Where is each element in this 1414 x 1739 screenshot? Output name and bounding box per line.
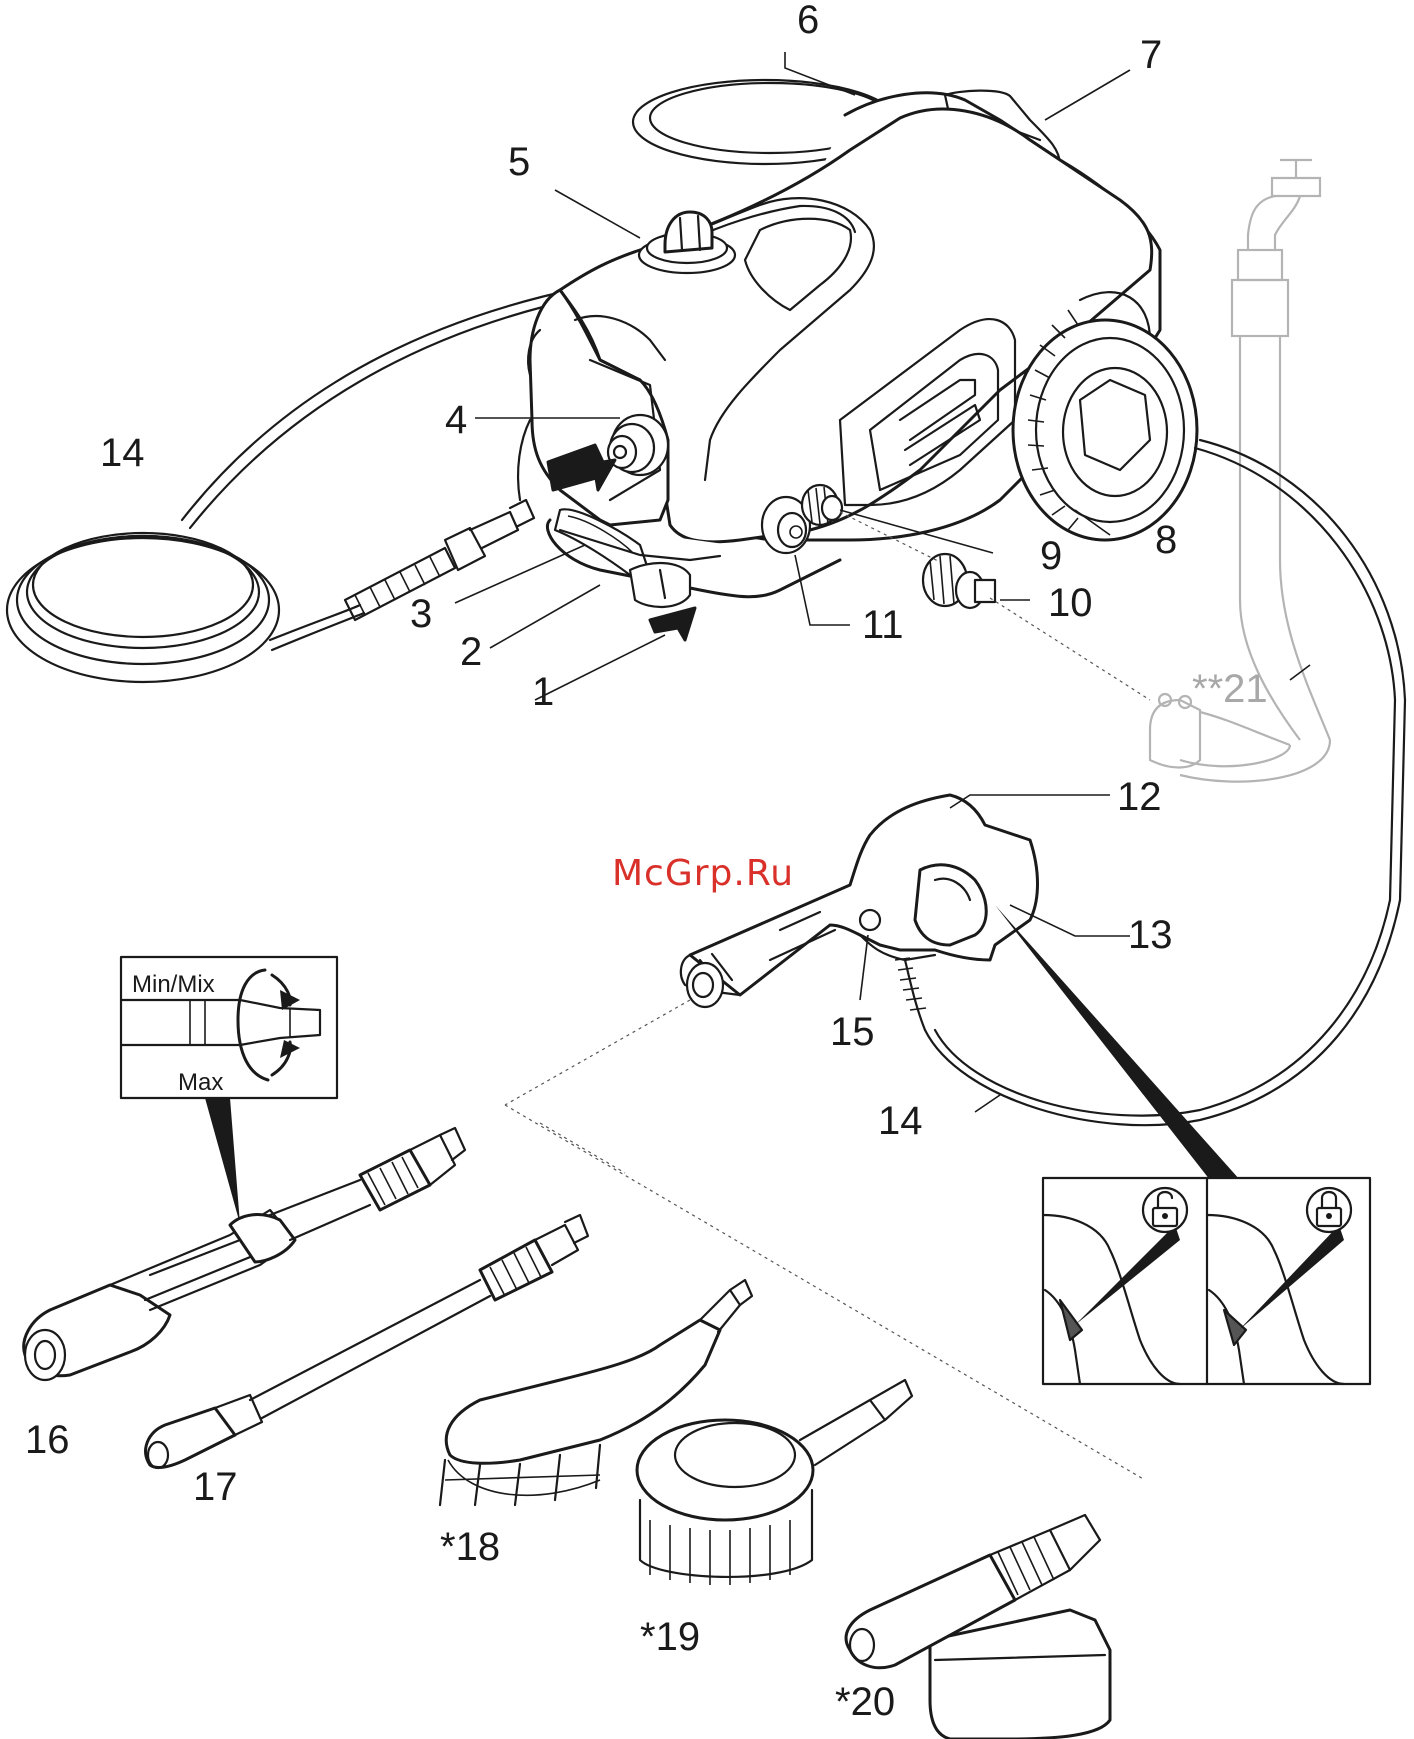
label-1: 1 [532, 670, 554, 714]
power-switch-1 [630, 563, 695, 640]
label-10: 10 [1048, 581, 1093, 625]
trigger-gun-12 [681, 795, 1038, 1007]
label-15: 15 [830, 1010, 875, 1054]
label-20: *20 [835, 1680, 895, 1724]
label-2: 2 [460, 630, 482, 674]
high-pressure-hose-coil [7, 288, 580, 682]
label-9: 9 [1040, 534, 1062, 578]
label-13: 13 [1128, 913, 1173, 957]
label-8: 8 [1155, 518, 1177, 562]
label-11: 11 [862, 603, 904, 647]
lock-inset-pointer [995, 905, 1240, 1180]
label-16: 16 [25, 1418, 70, 1462]
label-21: **21 [1192, 667, 1268, 711]
label-17: 17 [193, 1465, 238, 1509]
label-14-bottom: 14 [878, 1099, 923, 1143]
label-4: 4 [445, 398, 467, 442]
label-6: 6 [797, 0, 819, 42]
rotary-brush-19 [637, 1380, 912, 1585]
label-7: 7 [1140, 33, 1162, 77]
vario-lance-16 [24, 1128, 465, 1380]
max-label: Max [178, 1069, 223, 1096]
trigger-lock-inset [1043, 1178, 1370, 1384]
label-3: 3 [410, 592, 432, 636]
garden-hose-coupling-10 [923, 554, 995, 608]
label-18: *18 [440, 1525, 500, 1569]
min-mix-label: Min/Mix [132, 971, 215, 998]
label-12: 12 [1117, 775, 1162, 819]
wheel-8 [1013, 310, 1197, 540]
label-5: 5 [508, 140, 530, 184]
label-19: *19 [640, 1615, 700, 1659]
label-14-top: 14 [100, 431, 145, 475]
hose-connector-3 [345, 500, 534, 620]
watermark: McGrp.Ru [612, 853, 794, 894]
